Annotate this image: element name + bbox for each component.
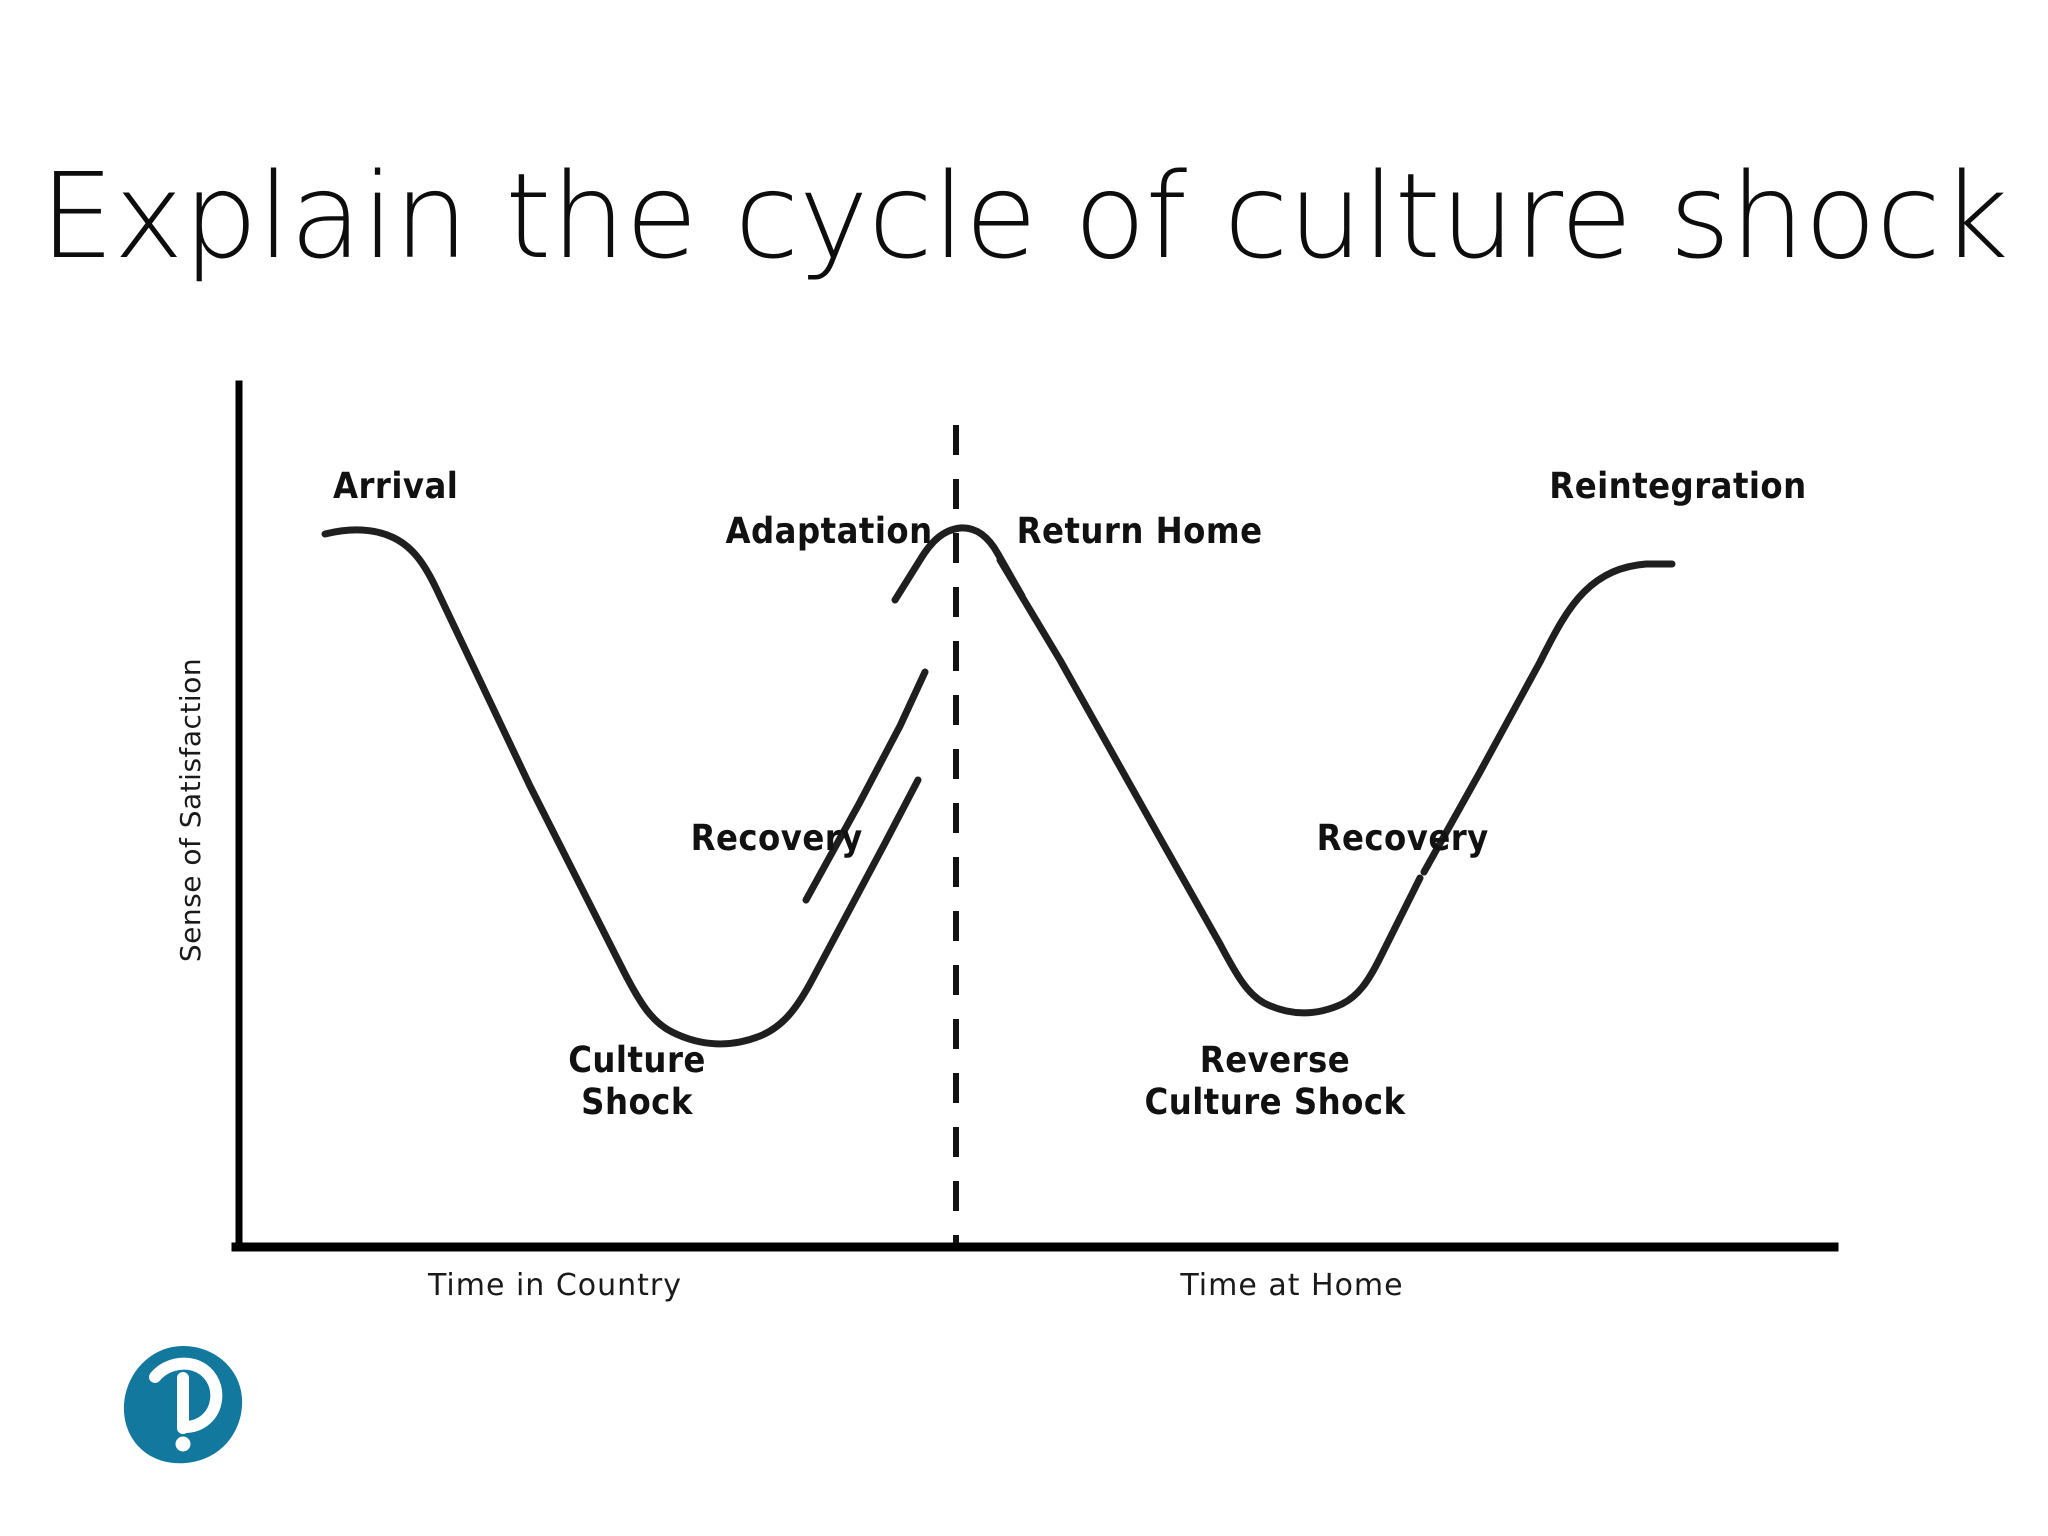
annotation-culture-shock-line1: Culture: [568, 1040, 706, 1081]
annotation-recovery-abroad: Recovery: [690, 818, 863, 859]
annotation-arrival: Arrival: [332, 466, 459, 507]
annotation-adaptation: Adaptation: [725, 511, 933, 552]
curve-segment-home: [996, 556, 1424, 1017]
pearson-logo-icon: [123, 1346, 243, 1464]
annotation-reverse-culture-shock-line1: Reverse: [1199, 1040, 1351, 1081]
annotation-recovery-home: Recovery: [1316, 818, 1489, 859]
y-axis-title: Sense of Satisfaction: [174, 657, 207, 963]
pearson-logo: [122, 1344, 244, 1466]
pearson-logo-p-dot: [175, 1436, 191, 1452]
curve-segment-abroad: [321, 526, 922, 1048]
pearson-logo-p-bowl: [149, 1357, 223, 1433]
annotation-culture-shock: Culture Shock: [568, 1040, 706, 1125]
curve-segment-adaptation-peak: [891, 524, 1026, 604]
annotation-reverse-culture-shock-line2: Culture Shock: [1144, 1082, 1406, 1124]
curve-segment-reintegration: [1420, 560, 1676, 876]
annotation-reverse-culture-shock: Reverse Culture Shock: [1145, 1040, 1406, 1125]
x-axis-title-time-at-home: Time at Home: [1180, 1268, 1404, 1303]
annotation-return-home: Return Home: [1016, 511, 1263, 552]
annotation-reintegration: Reintegration: [1549, 466, 1807, 507]
curve-segment-recovery-rise: [802, 668, 929, 904]
x-axis-title-time-in-country: Time in Country: [427, 1268, 683, 1303]
annotation-culture-shock-line2: Shock: [581, 1082, 693, 1124]
page-title: Explain the cycle of culture shock: [39, 147, 2009, 285]
